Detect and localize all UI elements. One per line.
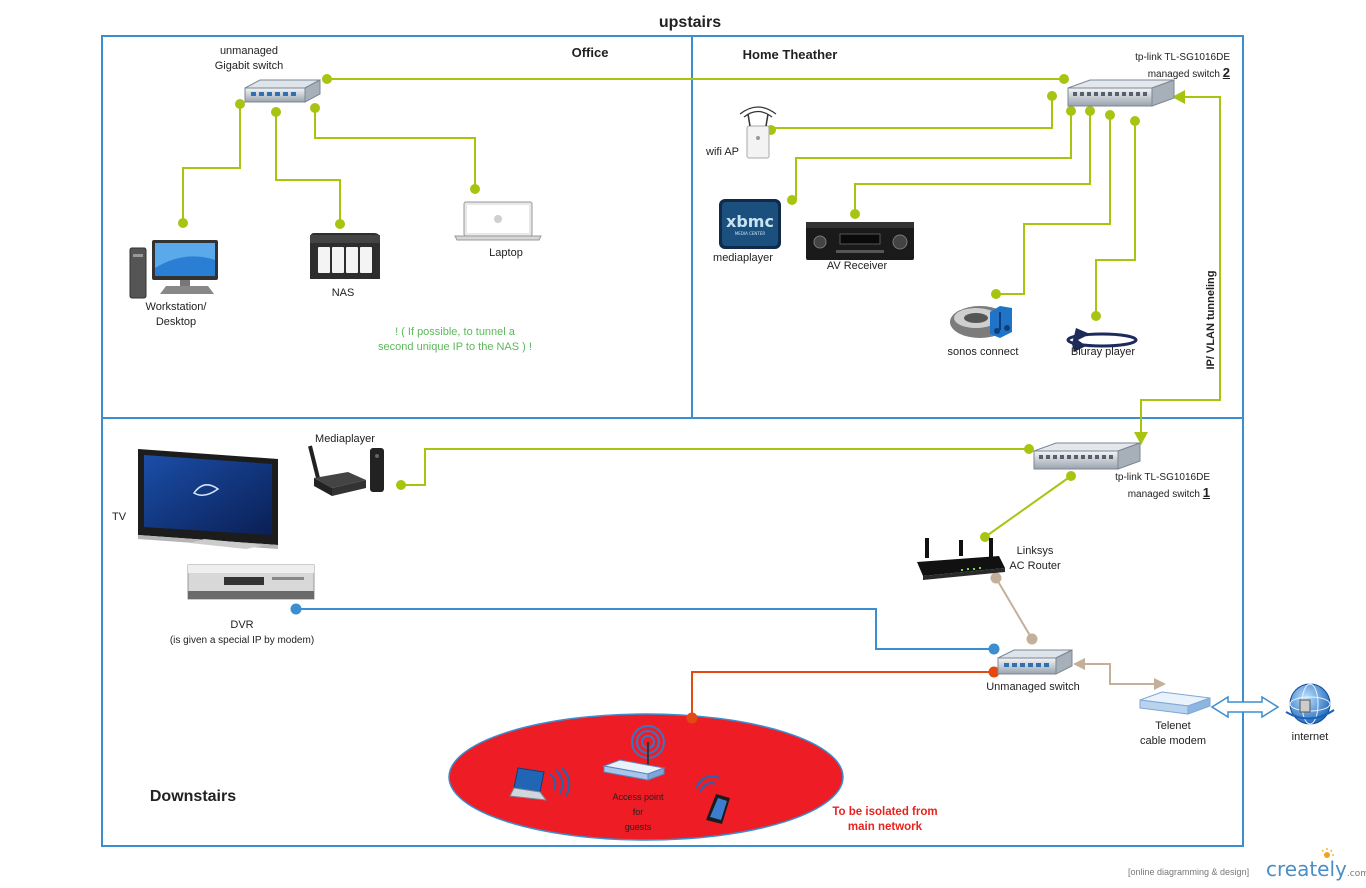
mediaplayer-label: mediaplayer [713,252,773,264]
zone-office-label: Office [571,45,609,60]
link-guest [691,671,994,718]
internet-label: internet [1291,731,1329,743]
link-mediaplayer-down [401,448,1029,486]
managed-switch-1-label: tp-link TL-SG1016DE managed switch 1 [1115,472,1210,500]
guest-laptop-icon [509,767,571,801]
zone-upstairs-label: upstairs [658,14,722,31]
mediaplayer-box-icon [308,445,384,496]
mediaplayer-icon: xbmc MEDIA CENTER [719,199,781,249]
managed-switch-2-label: tp-link TL-SG1016DE managed switch 2 [1135,52,1230,80]
laptop-icon [454,201,542,241]
mediaplayer-down-label: Mediaplayer [315,433,375,445]
guest-phone-icon [695,775,730,824]
link-router [984,475,1072,538]
wifi-ap-label: wifi AP [706,146,740,158]
link-av-receiver [854,111,1091,214]
link-wifi-ap [771,96,1053,129]
arrow-head-top [1172,90,1185,104]
svg-text:MEDIA CENTER: MEDIA CENTER [735,231,766,236]
cable-modem-icon [1139,691,1211,715]
link-dvr [296,608,994,650]
zone-home-theater-label: Home Theather [742,47,838,62]
gigabit-switch-icon [244,79,321,103]
unmanaged-switch-icon [997,649,1073,675]
link-router-to-switch [995,577,1033,640]
link-modem-internet [1210,695,1280,719]
workstation-icon [129,240,218,299]
nas-label: NAS [331,287,355,299]
footer-brand[interactable]: creately.com [1266,857,1366,881]
sonos-icon [950,306,1012,338]
link-switch-to-modem [1076,663,1162,685]
managed-switch-1-icon [1033,442,1141,470]
sonos-label: sonos connect [947,346,1019,358]
nas-icon [310,233,380,279]
link-workstation [182,104,241,223]
green-connections [182,78,1221,538]
link-bluray [1095,121,1136,316]
av-receiver-label: AV Receiver [826,260,888,272]
link-mediaplayer [795,111,1072,200]
zone-borders [101,35,1244,847]
bluray-label: Bluray player [1070,346,1136,358]
link-tunnel [1140,96,1221,440]
dvr-label: DVR(is given a special IP by modem) [169,619,315,646]
managed-switch-2-icon [1067,79,1175,107]
creately-logo-icon [1321,848,1334,858]
building-border [101,35,1244,847]
tv-icon [138,449,278,549]
link-laptop [314,108,476,189]
wifi-ap-icon [739,106,777,159]
footer-tagline: [online diagramming & design] [1128,867,1250,877]
green-dots [178,74,1140,542]
laptop-label: Laptop [489,247,523,259]
tv-label: TV [112,511,127,523]
dvr-icon [187,564,315,600]
av-receiver-icon [806,222,914,260]
zone-downstairs-label: Downstairs [149,788,237,805]
workstation-label: Workstation/Desktop [145,301,207,328]
bluray-icon [1066,328,1138,352]
link-sonos [996,115,1111,295]
tunnel-label: IP/ VLAN tunneling [1205,270,1217,370]
internet-globe-icon [1285,683,1335,725]
router-icon [917,538,1005,580]
unmanaged-switch-label: Unmanaged switch [986,681,1080,693]
arrow-head-bottom [1134,432,1148,445]
link-nas [275,112,341,224]
guest-access-point-icon [602,725,666,781]
svg-text:xbmc: xbmc [726,212,774,231]
